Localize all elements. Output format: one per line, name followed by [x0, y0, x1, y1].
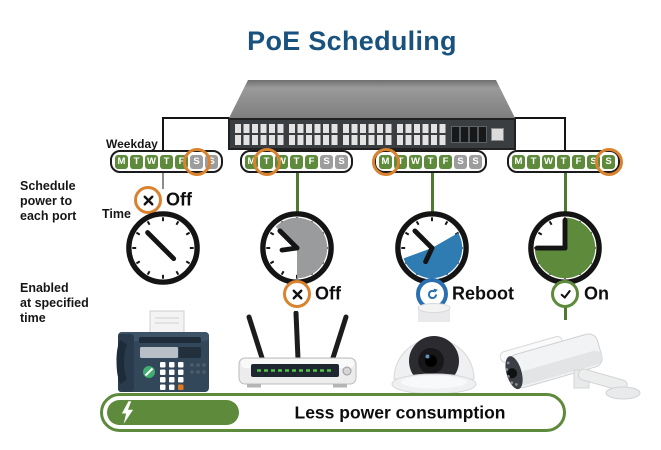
weekday-box-highlighted: T: [260, 154, 273, 169]
weekday-box: T: [424, 154, 437, 169]
weekday-box: S: [320, 154, 333, 169]
fax-phone-icon: [116, 310, 209, 392]
bullet-camera-icon: [499, 333, 641, 400]
weekday-box: T: [160, 154, 173, 169]
weekday-box: S: [454, 154, 467, 169]
rj45-port-group: [289, 123, 339, 145]
uplink-port: [491, 127, 504, 141]
switch-chassis-top: [228, 80, 516, 120]
weekday-box: M: [512, 154, 525, 169]
banner-label: Less power consumption: [294, 402, 506, 422]
weekday-box: M: [115, 154, 128, 169]
off-status-icon: [283, 280, 311, 308]
clock-green-wedge: [526, 209, 604, 287]
weekday-box-highlighted: S: [602, 154, 615, 169]
rj45-port-group: [343, 123, 393, 145]
weekday-box: S: [469, 154, 482, 169]
off-status-icon: [134, 186, 162, 214]
schedule-power-label: Schedule power to each port: [20, 179, 77, 223]
time-label: Time: [102, 207, 131, 221]
weekday-box: W: [145, 154, 158, 169]
on-status-icon: [551, 280, 579, 308]
power-meter-fill: [107, 400, 239, 425]
sfp-port-group: [451, 125, 487, 143]
wireless-router-icon: [238, 311, 357, 388]
less-power-banner: Less power consumption: [100, 393, 566, 432]
enabled-label: Enabled at specified time: [20, 281, 89, 325]
weekday-box: T: [557, 154, 570, 169]
rj45-port-group: [397, 123, 447, 145]
weekday-box: W: [542, 154, 555, 169]
weekday-box-highlighted: S: [190, 154, 203, 169]
lightning-bolt-icon: [121, 401, 134, 424]
weekday-box: S: [335, 154, 348, 169]
connector-line: [512, 117, 566, 119]
weekday-box: F: [305, 154, 318, 169]
status-label: Off: [166, 189, 192, 210]
weekday-box-highlighted: M: [379, 154, 392, 169]
weekday-box: W: [409, 154, 422, 169]
connector-line: [162, 117, 164, 152]
connector-line: [564, 117, 566, 152]
connector-line: [162, 171, 164, 189]
weekday-box: T: [130, 154, 143, 169]
poe-switch-image: [228, 80, 516, 150]
weekday-box: T: [527, 154, 540, 169]
status-label: Off: [315, 283, 341, 304]
connector-line: [162, 117, 232, 119]
dome-camera-icon: [391, 303, 477, 395]
page-title: PoE Scheduling: [247, 26, 457, 56]
schedule-line: [431, 171, 434, 231]
clock-plain: [124, 209, 202, 287]
switch-front-panel: [228, 118, 516, 150]
clock-blue-wedge: [393, 209, 471, 287]
status-label: Reboot: [452, 283, 514, 304]
status-label: On: [584, 283, 609, 304]
weekday-box: F: [572, 154, 585, 169]
weekday-label: Weekday: [106, 137, 158, 151]
weekday-box: T: [290, 154, 303, 169]
rj45-port-group: [235, 123, 285, 145]
weekday-box: F: [439, 154, 452, 169]
clock-gray-wedge: [258, 209, 336, 287]
